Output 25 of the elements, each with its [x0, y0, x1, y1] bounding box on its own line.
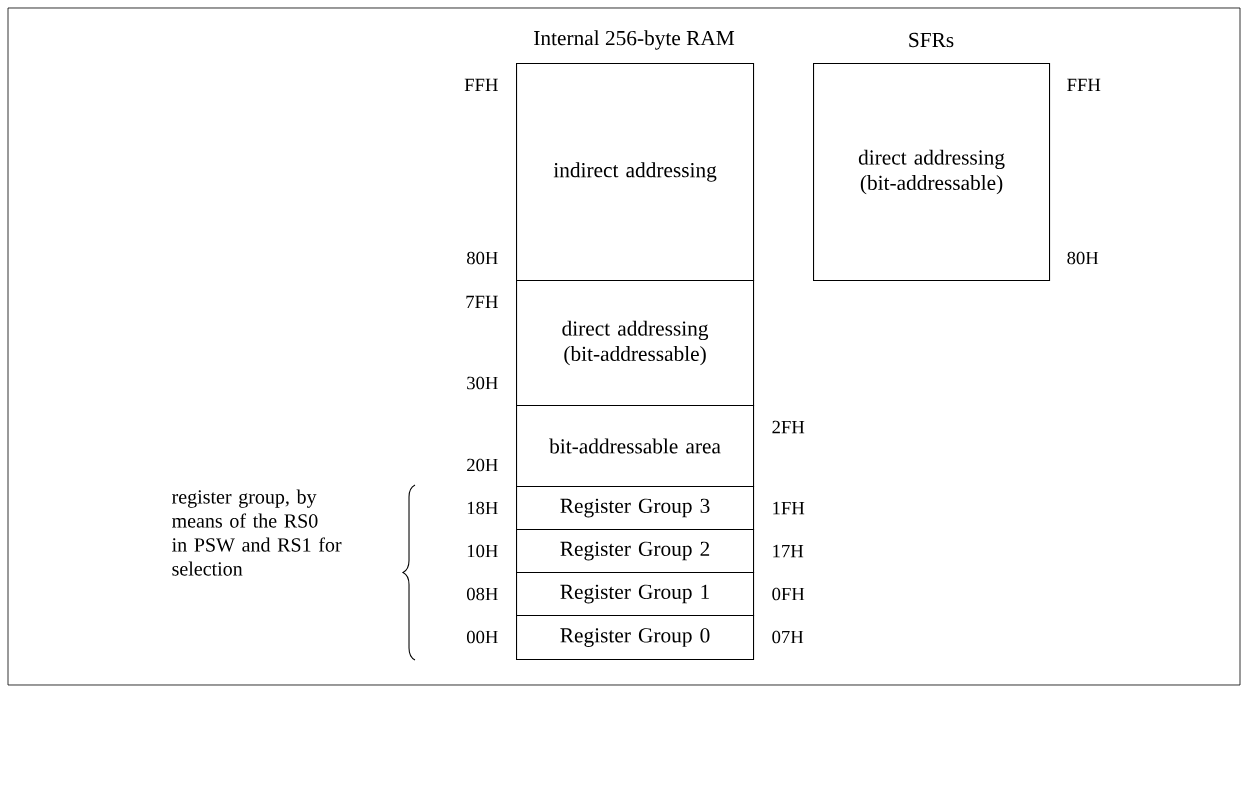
address-label: 30H	[467, 376, 498, 390]
address-label: 7FH	[466, 295, 498, 309]
address-label: 00H	[466, 630, 498, 644]
address-label: 20H	[467, 458, 498, 472]
address-label: 2FH	[772, 420, 805, 434]
address-label: 18H	[467, 501, 498, 515]
register-box: Register Group 3	[516, 486, 755, 531]
note-text: register group, by means of the RS0 in PSW and RS1 for selection	[172, 489, 342, 576]
address-label: 08H	[466, 587, 498, 601]
memory-block: bit-addressable area	[516, 405, 755, 488]
address-label: 80H	[466, 251, 498, 265]
memory-block: direct addressing (bit-addressable)	[813, 63, 1051, 282]
address-label: FFH	[1067, 78, 1101, 92]
register-box: Register Group 2	[516, 529, 755, 574]
address-label: 0FH	[772, 587, 805, 601]
memory-block: direct addressing (bit-addressable)	[516, 280, 755, 407]
address-label: 10H	[467, 544, 498, 558]
address-label: 17H	[773, 544, 804, 558]
address-label: 80H	[1067, 251, 1099, 265]
address-label: 07H	[772, 630, 804, 644]
address-label: 1FH	[773, 501, 805, 515]
memory-block: indirect addressing	[516, 63, 755, 282]
register-box: Register Group 0	[516, 615, 755, 661]
register-box: Register Group 1	[516, 572, 755, 617]
address-label: FFH	[464, 78, 498, 92]
